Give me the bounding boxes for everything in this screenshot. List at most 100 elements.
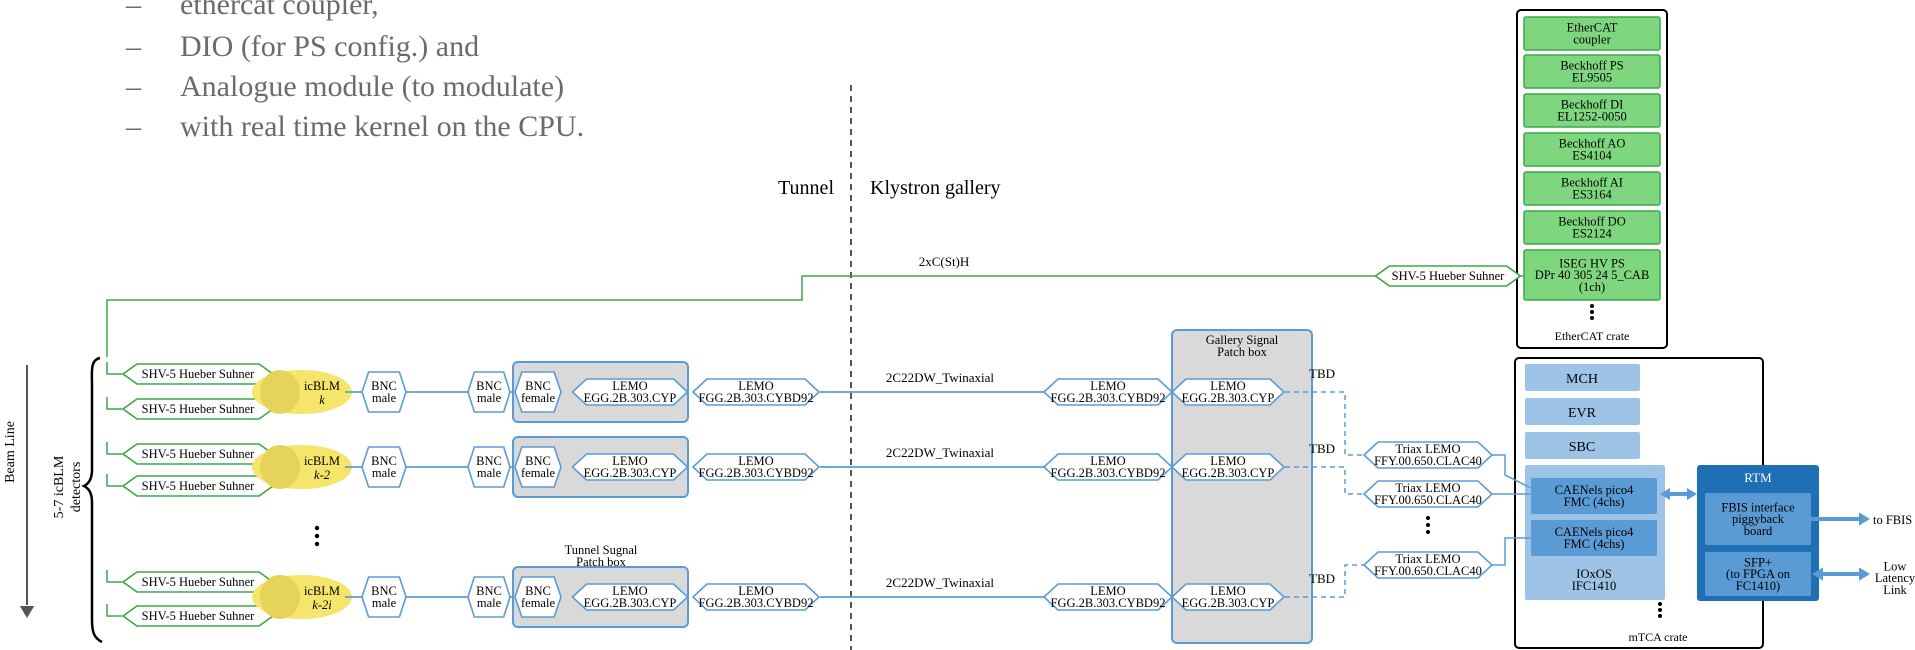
lemo-connector [1170,453,1286,481]
lemo-connector [691,583,821,611]
bnc-male-connector [361,446,407,488]
evr-module [1525,398,1640,425]
ethercat-continuation-dots [1590,316,1594,320]
ethercat-module [1523,16,1661,51]
bnc-male-connector [361,576,407,618]
icblm-detector-end [260,575,300,619]
gallery-patch-box [1171,329,1313,644]
sfp-module-label: SFP+ [1744,555,1772,569]
sfp-module-label: (to FPGA on [1726,567,1791,581]
bnc-connector-label: female [521,466,555,480]
ethercat-module-label: EL1252-0050 [1557,110,1626,124]
detector-link [106,570,122,583]
fbis-output-arrowhead [1859,512,1870,526]
bnc-connector-label: BNC [476,379,502,393]
fmc-card-label: CAENels pico4 [1555,525,1635,539]
triax-connector-label: FFY.00.650.CLAC40 [1374,564,1482,578]
lemo-connector-label: LEMO [612,454,647,468]
bnc-connector-label: BNC [525,379,551,393]
hv-cable-label: 2xC(St)H [919,254,970,269]
bnc-connector-label: BNC [476,454,502,468]
detector-link [106,442,122,455]
lemo-connector-label: LEMO [738,379,773,393]
lemo-connector-label: EGG.2B.303.CYP [1182,391,1275,405]
bnc-connector-label: male [372,391,397,405]
bullet-item: –with real time kernel on the CPU. [126,110,584,144]
lemo-connector [691,378,821,406]
mtca-continuation-dots [1658,608,1662,612]
tbd-cable [1285,466,1368,495]
lemo-connector [571,453,689,481]
shv-connector-label: SHV-5 Hueber Suhner [142,402,256,416]
mtca-continuation-dots [1658,614,1662,618]
bnc-connector-label: male [477,466,502,480]
mch-module [1525,364,1640,391]
ethercat-module-label: ES3164 [1572,188,1612,202]
bnc-connector-label: male [477,391,502,405]
tunnel-patch-box-label: Patch box [576,555,626,569]
triax-continuation-dots [1426,516,1430,520]
sbc-label: SBC [1569,440,1595,455]
triax-connector-label: FFY.00.650.CLAC40 [1374,493,1482,507]
mtca-crate-title: mTCA crate [1629,630,1688,644]
low-latency-label: Low [1884,559,1907,573]
triax-connector-label: FFY.00.650.CLAC40 [1374,454,1482,468]
lemo-connector-label: EGG.2B.303.CYP [1182,466,1275,480]
triax-to-fmc-line [1492,454,1532,489]
rtm-label: RTM [1744,470,1772,485]
ethercat-crate-title: EtherCAT crate [1555,329,1630,343]
klystron-gallery-label: Klystron gallery [870,177,1001,199]
latency-link-arrowhead [1812,567,1823,581]
ethercat-module-label: EtherCAT [1567,21,1618,35]
low-latency-label: Latency [1875,571,1915,585]
ioxos-label: IOxOS [1576,567,1611,581]
lemo-connector-label: FGG.2B.303.CYBD92 [1051,391,1166,405]
bnc-connector-label: BNC [525,584,551,598]
fbis-board-label: FBIS interface [1721,500,1795,514]
twinax-cable-label: 2C22DW_Twinaxial [886,370,995,385]
shv-connector-label: SHV-5 Hueber Suhner [142,575,256,589]
detector-link [106,604,122,617]
shv-connector-label: SHV-5 Hueber Suhner [142,479,256,493]
sbc-module [1525,432,1640,459]
tbd-cable [1285,391,1368,456]
fmc-card-label: FMC (4chs) [1564,495,1625,509]
mch-label: MCH [1566,372,1598,387]
low-latency-label: Link [1883,583,1907,597]
fmc-card-label: FMC (4chs) [1564,537,1625,551]
detector-continuation-dots [314,541,320,547]
ethercat-module-label: ISEG HV PS [1559,256,1625,270]
bullet-text: with real time kernel on the CPU. [180,110,585,143]
bullet-dash: – [126,70,141,103]
gallery-patch-box-label: Gallery Signal [1206,333,1279,347]
ioxos-label: IFC1410 [1572,579,1616,593]
ethercat-module-label: Beckhoff AO [1559,137,1626,151]
triax-continuation-dots [1426,530,1430,534]
ethercat-module-label: ES4104 [1572,149,1612,163]
evr-label: EVR [1568,406,1597,421]
triax-connector-label: Triax LEMO [1395,442,1460,456]
shv-connector-label: SHV-5 Hueber Suhner [1392,269,1506,283]
mtca-continuation-dots [1658,602,1662,606]
lemo-connector [1170,583,1286,611]
ethercat-module [1523,210,1661,245]
bnc-connector-label: male [372,466,397,480]
ethercat-module-label: ES2124 [1572,227,1612,241]
detectors-label: 5-7 icBLM [52,455,67,518]
detector-link [106,397,122,410]
ethercat-module-label: Beckhoff DI [1561,98,1624,112]
bullet-item: –Analogue module (to modulate) [126,70,564,104]
lemo-connector [571,378,689,406]
lemo-connector-label: LEMO [612,379,647,393]
icblm-index: k-2 [314,468,330,482]
tbd-label: TBD [1309,366,1335,381]
lemo-connector-label: EGG.2B.303.CYP [584,391,677,405]
bnc-connector-label: BNC [371,584,397,598]
detector-link [106,474,122,487]
triax-to-fmc-line [1492,537,1531,566]
lemo-connector [571,583,689,611]
fbis-board [1705,493,1811,545]
bnc-male-connector [467,371,511,413]
fmc-rtm-arrowhead [1660,488,1670,500]
